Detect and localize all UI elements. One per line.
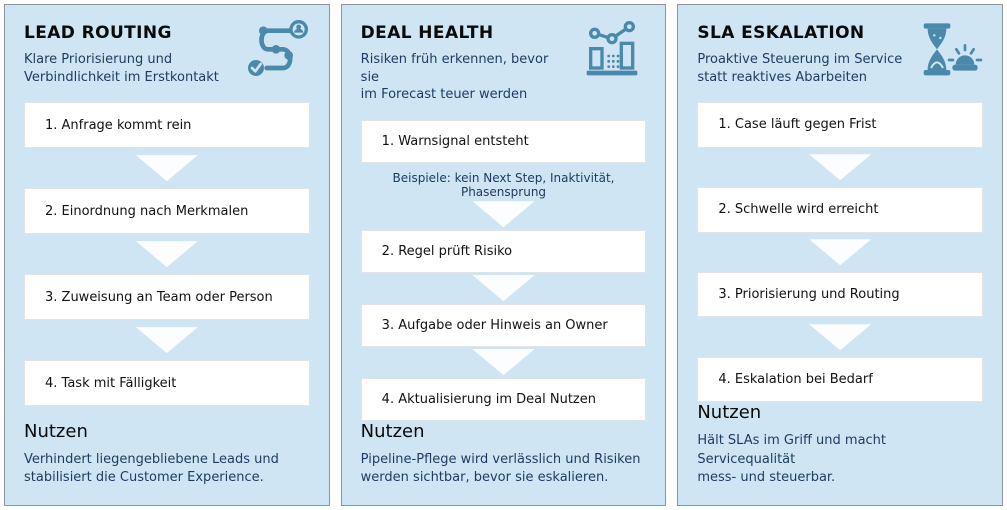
benefit-block: Nutzen Verhindert liegengebliebene Leads… bbox=[24, 421, 310, 487]
step-box: 2. Einordnung nach Merkmalen bbox=[24, 188, 310, 235]
benefit-block: Nutzen Hält SLAs im Griff und macht Serv… bbox=[697, 402, 983, 487]
panel-title: LEAD ROUTING bbox=[24, 23, 172, 43]
flow-arrow-row bbox=[697, 233, 983, 273]
step-box: 4. Eskalation bei Bedarf bbox=[697, 356, 984, 403]
benefit-block: Nutzen Pipeline-Pflege wird verlässlich … bbox=[361, 421, 647, 487]
panel-title: SLA ESKALATION bbox=[697, 23, 865, 43]
flow-arrow-row bbox=[361, 347, 647, 378]
panel-header: SLA ESKALATION Proaktive Steuerung im Se… bbox=[697, 20, 983, 86]
step-box: 4. Task mit Fälligkeit bbox=[24, 360, 310, 407]
benefit-title: Nutzen bbox=[24, 420, 88, 442]
panel-lead-routing: LEAD ROUTING Klare Priorisierung und Ver… bbox=[4, 4, 330, 506]
flow-arrow-row bbox=[24, 320, 310, 360]
flow-arrow-row bbox=[24, 148, 310, 188]
flow-arrow-row bbox=[697, 148, 983, 188]
step-box: 1. Anfrage kommt rein bbox=[24, 102, 310, 149]
panel-subtitle: Risiken früh erkennen, bevor sie im Fore… bbox=[360, 52, 549, 103]
panel-subtitle: Proaktive Steuerung im Service statt rea… bbox=[697, 52, 903, 85]
down-arrow-icon bbox=[809, 154, 872, 181]
step-box: 2. Schwelle wird erreicht bbox=[697, 187, 984, 233]
down-arrow-icon bbox=[135, 327, 198, 354]
step-examples-note: Beispiele: kein Next Step, Inaktivität, … bbox=[392, 170, 615, 199]
panel-title: DEAL HEALTH bbox=[360, 23, 494, 43]
panel-header-text: DEAL HEALTH Risiken früh erkennen, bevor… bbox=[361, 20, 571, 104]
down-arrow-icon bbox=[472, 201, 535, 228]
step-box: 1. Warnsignal entsteht bbox=[360, 119, 647, 163]
step-box: 3. Priorisierung und Routing bbox=[697, 272, 984, 318]
down-arrow-icon bbox=[809, 324, 872, 351]
bar-line-chart-icon bbox=[578, 20, 646, 80]
down-arrow-icon bbox=[472, 275, 535, 302]
panel-header: DEAL HEALTH Risiken früh erkennen, bevor… bbox=[361, 20, 647, 104]
step-box: 3. Aufgabe oder Hinweis an Owner bbox=[360, 303, 647, 347]
flow-arrow-row bbox=[361, 273, 647, 304]
step-box: 3. Zuweisung an Team oder Person bbox=[24, 274, 310, 321]
step-box: 2. Regel prüft Risiko bbox=[360, 229, 647, 273]
benefit-title: Nutzen bbox=[360, 420, 425, 442]
hourglass-alarm-icon bbox=[915, 20, 983, 80]
down-arrow-icon bbox=[135, 155, 198, 182]
panel-sla-eskalation: SLA ESKALATION Proaktive Steuerung im Se… bbox=[677, 4, 1004, 506]
panel-header: LEAD ROUTING Klare Priorisierung und Ver… bbox=[24, 20, 310, 86]
benefit-text: Pipeline-Pflege wird verlässlich und Ris… bbox=[360, 451, 641, 485]
benefit-text: Verhindert liegengebliebene Leads und st… bbox=[24, 451, 279, 485]
flow-arrow-row bbox=[697, 317, 983, 357]
down-arrow-icon bbox=[135, 241, 198, 268]
benefit-title: Nutzen bbox=[697, 402, 762, 424]
panel-deal-health: DEAL HEALTH Risiken früh erkennen, bevor… bbox=[340, 4, 667, 506]
step-box: 4. Aktualisierung im Deal Nutzen bbox=[360, 377, 647, 421]
panel-subtitle: Klare Priorisierung und Verbindlichkeit … bbox=[24, 52, 219, 85]
down-arrow-icon bbox=[472, 349, 535, 376]
flow-arrow-row bbox=[361, 199, 647, 230]
panel-header-text: SLA ESKALATION Proaktive Steuerung im Se… bbox=[697, 20, 902, 86]
benefit-text: Hält SLAs im Griff und macht Servicequal… bbox=[697, 433, 887, 485]
step-box: 1. Case läuft gegen Frist bbox=[697, 102, 984, 148]
routing-path-icon bbox=[242, 20, 310, 80]
flow-arrow-row bbox=[24, 234, 310, 274]
panel-header-text: LEAD ROUTING Klare Priorisierung und Ver… bbox=[24, 20, 219, 86]
down-arrow-icon bbox=[809, 239, 872, 266]
